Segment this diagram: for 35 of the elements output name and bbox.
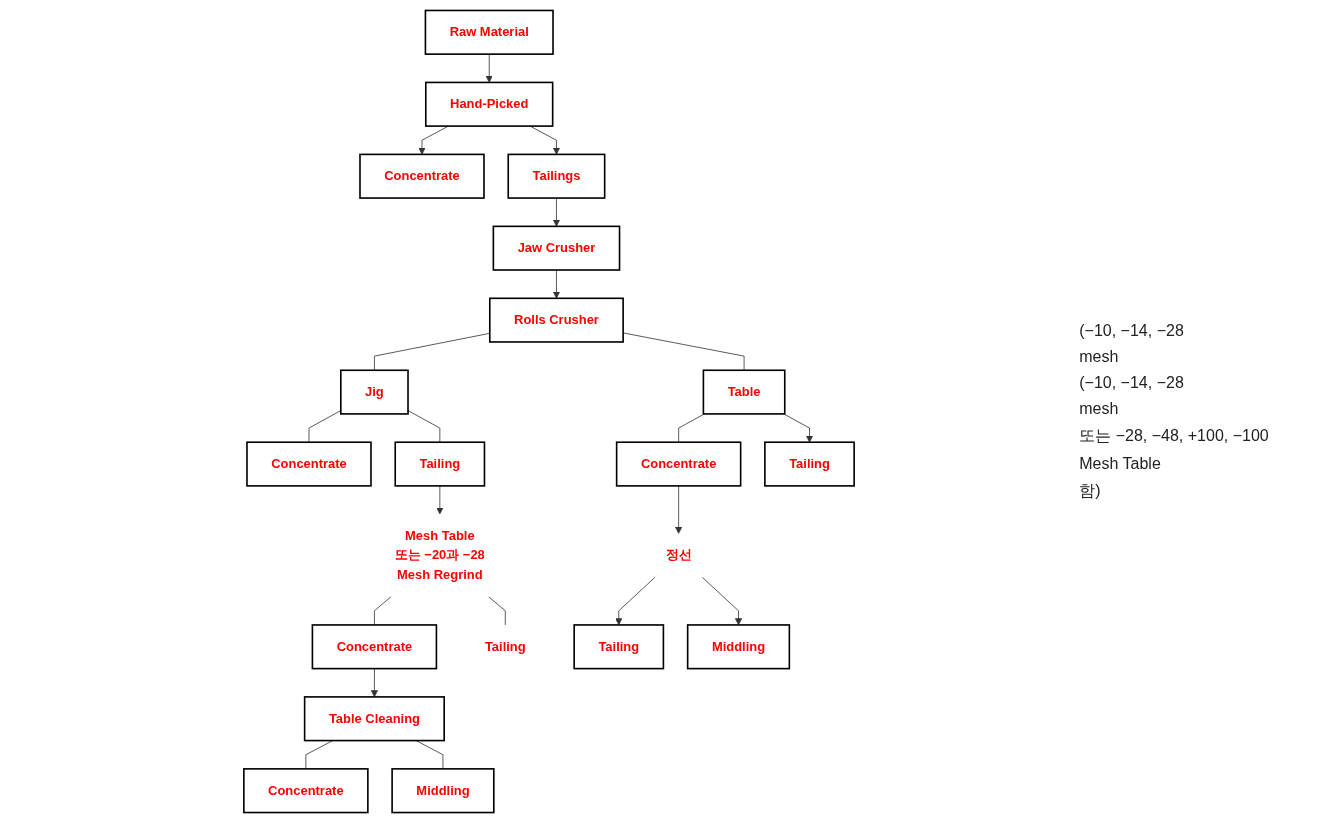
node-box: Middling bbox=[391, 768, 495, 814]
node-box: Tailings bbox=[507, 153, 606, 199]
node-box: Hand-Picked bbox=[425, 81, 554, 127]
connector bbox=[415, 740, 444, 770]
node-box: Tailing bbox=[573, 624, 665, 670]
node-box: Jig bbox=[340, 369, 410, 415]
node-box: Concentrate bbox=[243, 768, 369, 814]
node-box: Table bbox=[702, 369, 786, 415]
node-box: Concentrate bbox=[616, 441, 742, 487]
node-box: Concentrate bbox=[359, 153, 486, 199]
node-box: Concentrate bbox=[311, 624, 438, 670]
connector bbox=[374, 332, 491, 371]
connector bbox=[374, 596, 392, 626]
note-text: Mesh Table bbox=[1079, 454, 1162, 473]
note-text: (−10, −14, −28 bbox=[1079, 321, 1185, 340]
connector bbox=[308, 410, 342, 443]
connector bbox=[678, 413, 706, 443]
note-text: 또는 −28, −48, +100, −100 bbox=[1079, 425, 1269, 446]
node-box: Jaw Crusher bbox=[492, 225, 621, 271]
note-text: (−10, −14, −28 bbox=[1079, 373, 1185, 392]
node-box: Rolls Crusher bbox=[489, 297, 625, 343]
connector bbox=[305, 740, 334, 770]
node-box: Table Cleaning bbox=[304, 696, 446, 742]
node-text: 정선 bbox=[665, 548, 692, 562]
node-box: Tailing bbox=[764, 441, 856, 487]
node-text: Mesh Table 또는 −20과 −28 Mesh Regrind bbox=[395, 528, 486, 582]
note-text: mesh bbox=[1079, 399, 1120, 418]
note-text: 함) bbox=[1079, 480, 1102, 501]
note-text: mesh bbox=[1079, 347, 1120, 366]
node-box: Raw Material bbox=[424, 9, 555, 55]
node-box: Tailing bbox=[394, 441, 486, 487]
node-box: Middling bbox=[687, 624, 791, 670]
node-box: Concentrate bbox=[246, 441, 373, 487]
connector bbox=[488, 596, 506, 626]
node-text: Tailing bbox=[485, 639, 526, 654]
